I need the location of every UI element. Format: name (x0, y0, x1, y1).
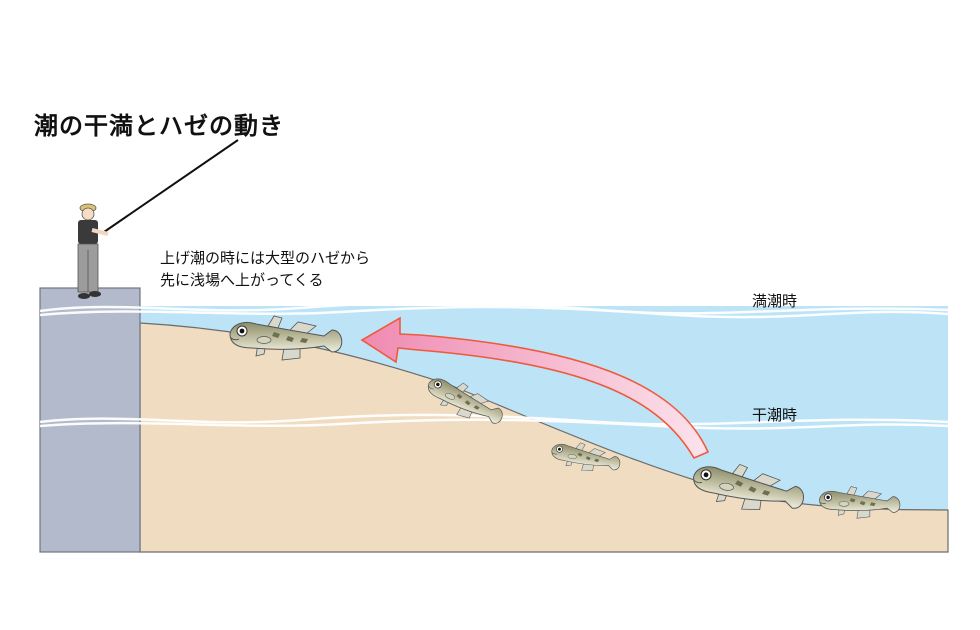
high-tide-line (39, 300, 949, 319)
high-tide-label: 満潮時 (752, 292, 798, 310)
migration-arrow (360, 316, 710, 460)
low-tide-label: 干潮時 (752, 406, 798, 424)
caption-line-1: 上げ潮の時には大型のハゼから (160, 249, 371, 267)
diagram-title: 潮の干満とハゼの動き (34, 112, 284, 140)
angler-icon (77, 139, 239, 299)
caption-line-2: 先に浅場へ上がってくる (160, 271, 324, 289)
caption: 上げ潮の時には大型のハゼから 先に浅場へ上がってくる (160, 247, 370, 291)
